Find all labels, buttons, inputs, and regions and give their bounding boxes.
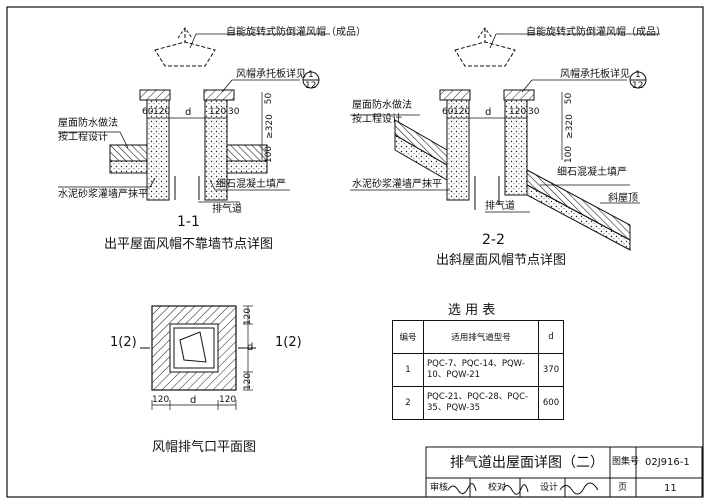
table-cell-no: 1 (392, 353, 424, 387)
cap-label-2: 自能旋转式防倒灌风帽（成品） (526, 27, 666, 38)
design-label: 设计 (540, 483, 559, 493)
caption-2-2: 出斜屋面风帽节点详图 (436, 253, 567, 268)
waterproof-label-2b: 按工程设计 (352, 114, 402, 125)
waterproof-label-2a: 屋面防水做法 (352, 100, 412, 111)
dim-50-1: 50 (264, 92, 275, 105)
table-row: 1 PQC-7、PQC-14、PQW-10、PQW-21 370 (392, 353, 564, 387)
detail-ref-bottom-1: 12 (305, 81, 317, 91)
dim-60-2: 60 (442, 107, 454, 117)
section-1-1-drawing (58, 27, 330, 203)
title-block-title: 排气道出屋面详图（二） (450, 455, 604, 471)
table-cell-d: 370 (538, 353, 564, 387)
table-cell-d: 600 (538, 386, 564, 420)
dim-120-right-1: 120 (209, 107, 227, 117)
plan-dim-side-d: d (247, 342, 254, 353)
plan-dim-bottom-right: 120 (219, 395, 237, 405)
caption-1-1: 出平屋面风帽不靠墙节点详图 (104, 237, 274, 252)
concrete-label-1: 细石混凝土填严 (216, 179, 286, 190)
plan-section-mark-left: 1(2) (110, 335, 137, 350)
section-id-2-2: 2-2 (482, 232, 505, 248)
section-2-2-drawing (350, 27, 660, 251)
table-header-no: 编号 (392, 320, 424, 354)
table-cell-no: 2 (392, 386, 424, 420)
dim-100-2: 100 (564, 145, 575, 164)
plan-caption: 风帽排气口平面图 (152, 440, 257, 455)
support-plate-label-2: 风帽承托板详见 (560, 69, 630, 80)
table-header-models: 适用排气道型号 (423, 320, 539, 354)
table-cell-models: PQC-21、PQC-28、PQC-35、PQW-35 (423, 386, 539, 420)
plan-view-drawing (140, 305, 256, 410)
waterproof-label-1b: 按工程设计 (58, 132, 108, 143)
plan-dim-side-top: 120 (243, 307, 254, 326)
dim-320-1: ≥320 (264, 114, 275, 139)
sheet-border (6, 6, 704, 498)
dim-120-left-1: 120 (153, 107, 171, 117)
page-number: 11 (664, 483, 677, 494)
review-label: 审核 (430, 483, 449, 493)
support-plate-label-1: 风帽承托板详见 (236, 69, 306, 80)
check-label: 校对 (488, 483, 507, 493)
atlas-label: 图集号 (612, 457, 640, 467)
title-block-frame (425, 446, 703, 498)
detail-ref-top-2: 1 (635, 70, 641, 80)
table-header-row: 编号 适用排气道型号 d (392, 320, 564, 354)
duct-label-1: 排气道 (212, 204, 242, 215)
plan-dim-side-bottom: 120 (243, 372, 254, 391)
selection-table-title: 选 用 表 (448, 303, 496, 318)
concrete-label-2: 细石混凝土填严 (557, 167, 627, 178)
atlas-number: 02J916-1 (645, 457, 690, 468)
selection-table: 编号 适用排气道型号 d 1 PQC-7、PQC-14、PQW-10、PQW-2… (392, 320, 564, 420)
duct-label-2: 排气道 (485, 201, 515, 212)
mortar-label-1: 水泥砂浆灌墙严抹平 (58, 189, 148, 200)
dim-100-1: 100 (264, 145, 275, 164)
waterproof-label-1a: 屋面防水做法 (58, 118, 118, 129)
plan-dim-bottom-d: d (190, 395, 197, 406)
dim-d-2: d (485, 107, 492, 118)
detail-ref-top-1: 1 (308, 70, 314, 80)
dim-30-1: 30 (228, 107, 240, 117)
dim-60-1: 60 (142, 107, 154, 117)
dim-d-1: d (185, 107, 192, 118)
dim-120-left-2: 120 (453, 107, 471, 117)
page-label: 页 (618, 483, 628, 493)
plan-section-mark-right: 1(2) (275, 335, 302, 350)
plan-dim-bottom-left: 120 (152, 395, 170, 405)
table-row: 2 PQC-21、PQC-28、PQC-35、PQW-35 600 (392, 386, 564, 420)
table-cell-models: PQC-7、PQC-14、PQW-10、PQW-21 (423, 353, 539, 387)
cap-label-1: 自能旋转式防倒灌风帽（成品） (226, 27, 366, 38)
dim-320-2: ≥320 (564, 114, 575, 139)
dim-120-right-2: 120 (509, 107, 527, 117)
slope-roof-label: 斜屋顶 (608, 193, 638, 204)
dim-50-2: 50 (564, 92, 575, 105)
dim-30-2: 30 (528, 107, 540, 117)
mortar-label-2: 水泥砂浆灌墙严抹平 (352, 179, 442, 190)
detail-ref-bottom-2: 12 (632, 81, 644, 91)
table-header-d: d (538, 320, 564, 354)
section-id-1-1: 1-1 (177, 214, 200, 230)
